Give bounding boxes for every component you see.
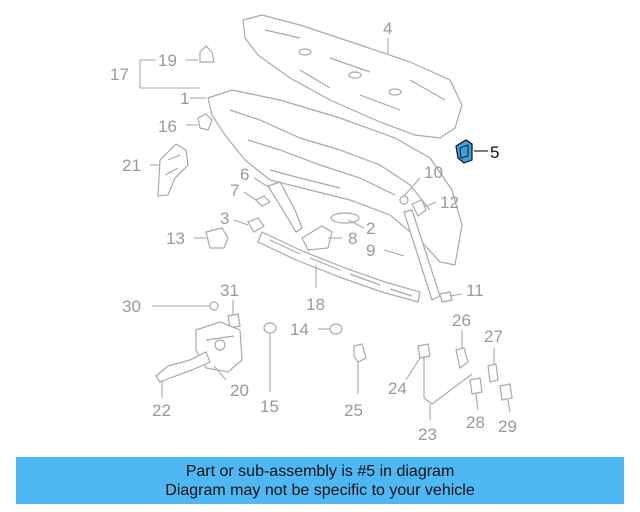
hood-inner-panel-part[interactable]	[207, 89, 463, 266]
part-13-latch-part[interactable]	[205, 227, 229, 249]
part-31-bolt[interactable]	[227, 313, 241, 329]
part-3-bumper[interactable]	[247, 217, 265, 233]
callout-24[interactable]: 24	[388, 379, 407, 398]
part-28-clip[interactable]	[469, 377, 483, 395]
part-26-clip[interactable]	[455, 347, 469, 370]
callout-22[interactable]: 22	[152, 401, 171, 420]
callouts: 4 5 17 19 1 16 21 6 7 10 12 3 2 13 8 9 1…	[110, 19, 517, 444]
callout-19[interactable]: 19	[158, 51, 177, 70]
callout-11[interactable]: 11	[466, 281, 484, 300]
part-16-bumper[interactable]	[197, 113, 213, 131]
part-14-bumper[interactable]	[329, 323, 343, 335]
part-10-clip[interactable]	[399, 195, 409, 205]
callout-23[interactable]: 23	[418, 425, 437, 444]
callout-16[interactable]: 16	[158, 117, 177, 136]
part-18-seal[interactable]	[257, 231, 421, 303]
callout-31[interactable]: 31	[220, 281, 239, 300]
callout-29[interactable]: 29	[498, 417, 517, 436]
callout-25[interactable]: 25	[344, 401, 363, 420]
part-19-bumper[interactable]	[199, 45, 215, 63]
part-7-bolt[interactable]	[254, 195, 272, 207]
callout-4[interactable]: 4	[383, 19, 392, 38]
part-6-bracket[interactable]	[267, 181, 303, 233]
callout-27[interactable]: 27	[484, 327, 503, 346]
part-25-clip[interactable]	[353, 343, 367, 363]
part-22-release-cable[interactable]	[155, 351, 211, 383]
leader-lines	[139, 38, 511, 420]
part-12-clip[interactable]	[411, 199, 427, 217]
callout-6[interactable]: 6	[240, 165, 249, 184]
part-21-hinge[interactable]	[157, 143, 189, 197]
callout-8[interactable]: 8	[348, 229, 357, 248]
part-29-clip[interactable]	[499, 383, 513, 401]
part-info-line-2: Diagram may not be specific to your vehi…	[165, 481, 475, 499]
part-15-plug[interactable]	[263, 322, 277, 334]
callout-3[interactable]: 3	[220, 209, 229, 228]
callout-15[interactable]: 15	[260, 397, 279, 416]
callout-14[interactable]: 14	[290, 320, 309, 339]
part-info-banner: Part or sub-assembly is #5 in diagram Di…	[16, 457, 624, 504]
callout-7[interactable]: 7	[230, 181, 239, 200]
part-30-bolt[interactable]	[209, 301, 219, 311]
callout-28[interactable]: 28	[466, 413, 485, 432]
callout-1[interactable]: 1	[180, 89, 189, 108]
callout-5[interactable]: 5	[490, 143, 499, 162]
callout-26[interactable]: 26	[452, 311, 471, 330]
part-8-bracket[interactable]	[301, 225, 333, 251]
callout-10[interactable]: 10	[424, 163, 443, 182]
part-5-clip[interactable]	[455, 139, 473, 164]
part-24-prop-rod[interactable]	[417, 343, 473, 405]
callout-30[interactable]: 30	[122, 297, 141, 316]
callout-2[interactable]: 2	[366, 219, 375, 238]
part-11-stud[interactable]	[439, 291, 453, 303]
callout-18[interactable]: 18	[306, 295, 325, 314]
callout-13[interactable]: 13	[166, 229, 185, 248]
callout-20[interactable]: 20	[230, 381, 249, 400]
callout-9[interactable]: 9	[366, 241, 375, 260]
callout-21[interactable]: 21	[122, 156, 141, 175]
part-27-clip[interactable]	[487, 363, 499, 383]
callout-12[interactable]: 12	[440, 193, 459, 212]
hood-insulator-part[interactable]	[242, 14, 463, 139]
callout-17[interactable]: 17	[110, 65, 129, 84]
part-info-line-1: Part or sub-assembly is #5 in diagram	[185, 462, 455, 480]
parts-diagram: 4 5 17 19 1 16 21 6 7 10 12 3 2 13 8 9 1…	[110, 14, 517, 444]
